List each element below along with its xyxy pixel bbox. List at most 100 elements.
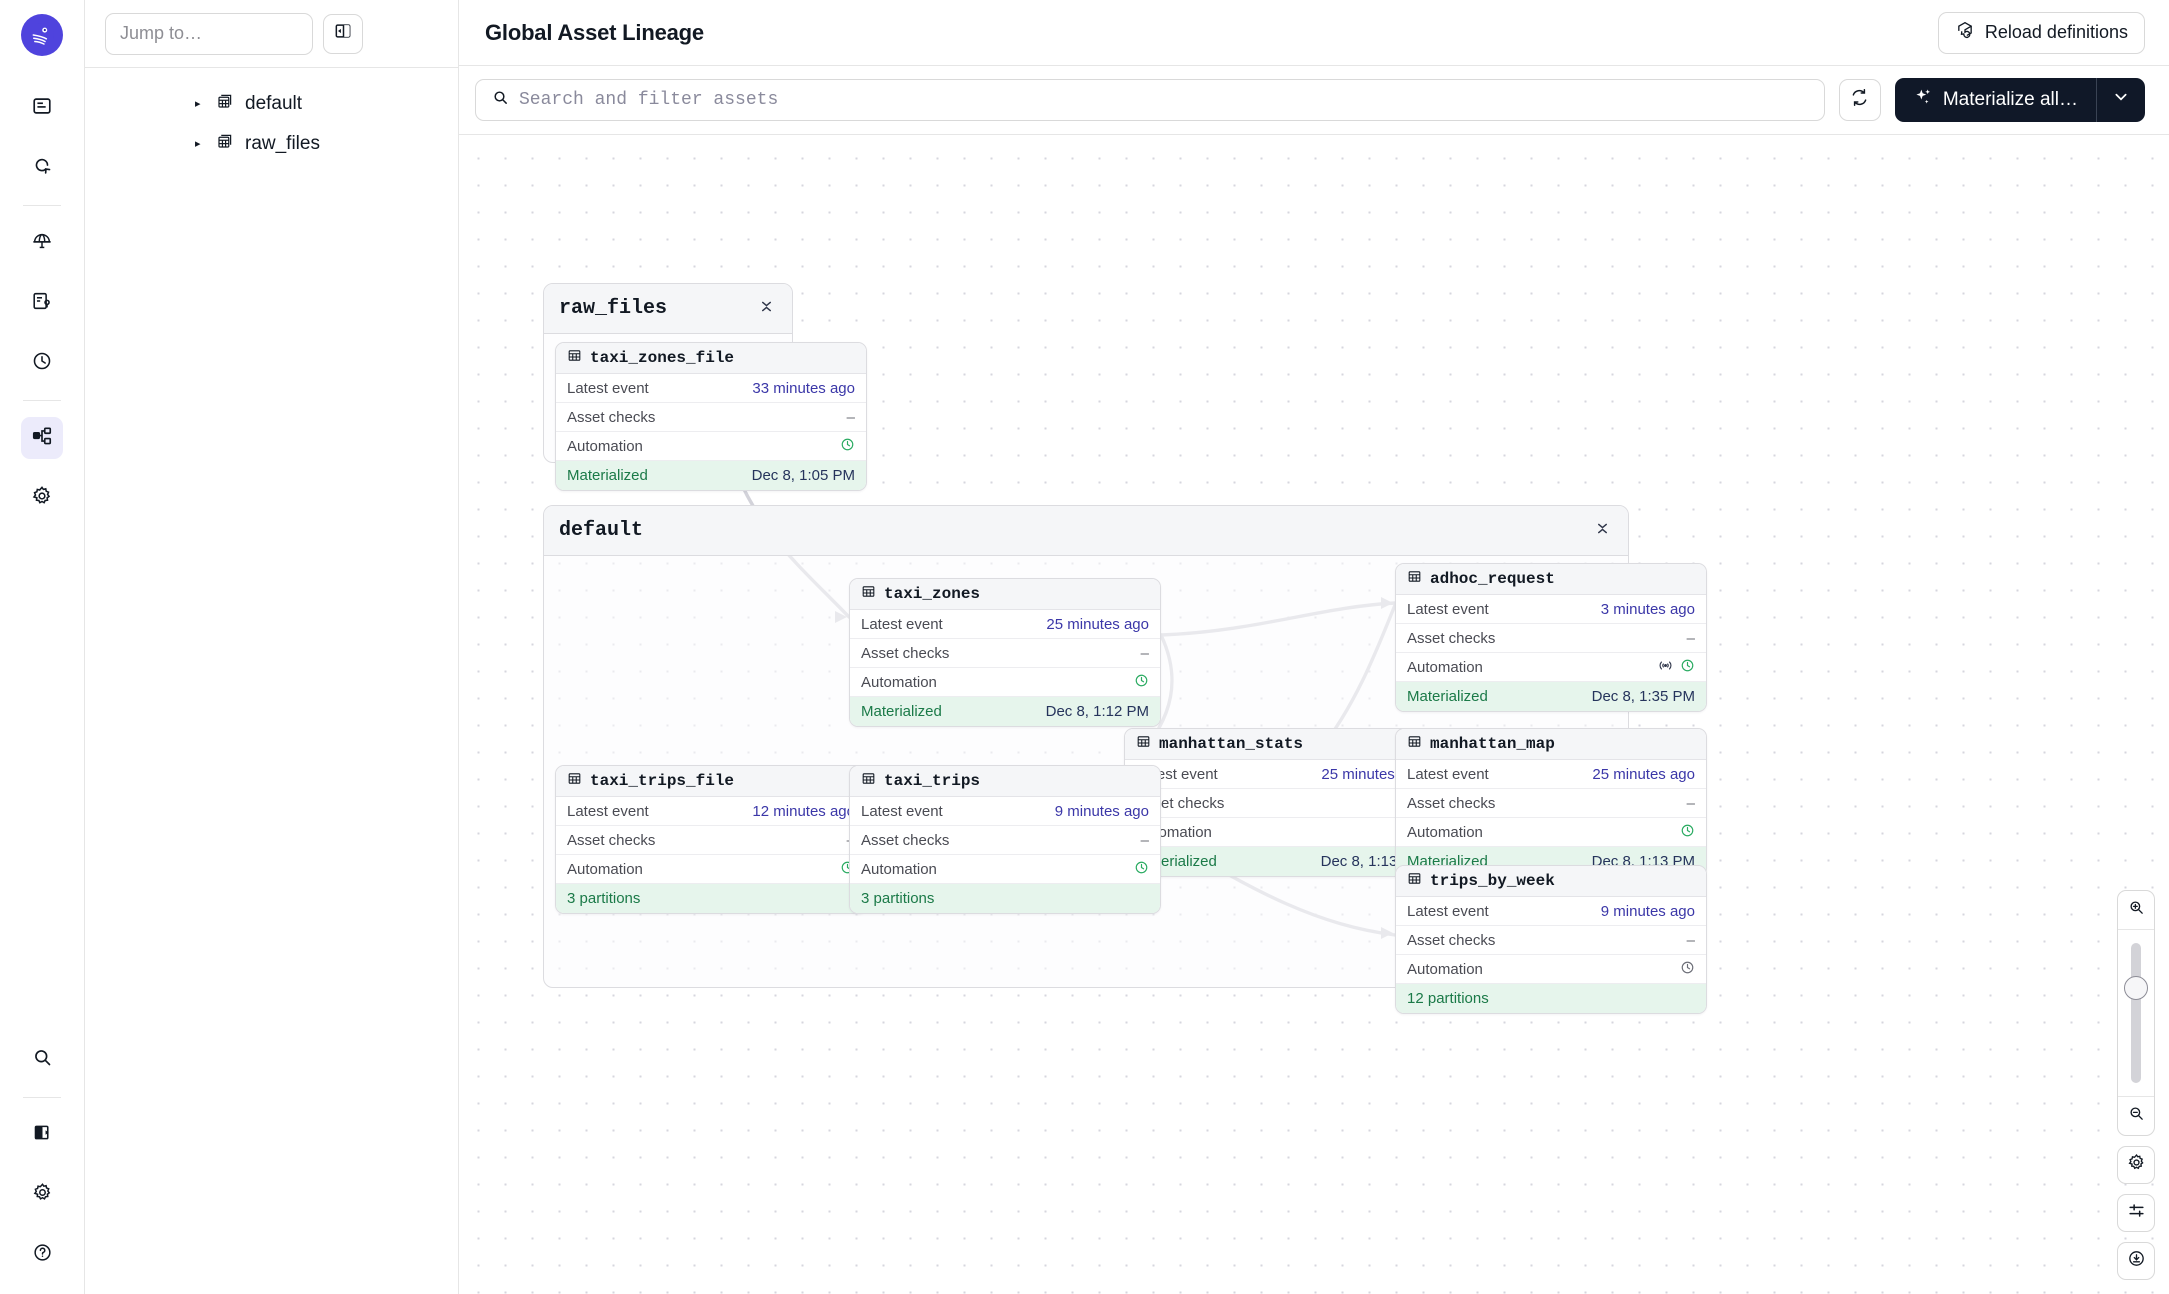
reload-definitions-button[interactable]: Reload definitions [1937, 11, 2145, 54]
asset-node-taxi_trips[interactable]: taxi_trips Latest event 9 minutes ago As… [849, 765, 1161, 914]
dagster-logo[interactable] [21, 14, 63, 56]
sidebar-item-deployment[interactable] [21, 222, 63, 264]
sidebar-item-settings[interactable] [21, 477, 63, 519]
asset-node-taxi_zones_file[interactable]: taxi_zones_file Latest event 33 minutes … [555, 342, 867, 491]
graph-filters-button[interactable] [2117, 1194, 2155, 1232]
clock-icon[interactable] [1680, 960, 1695, 979]
sidebar-item-runs[interactable] [21, 147, 63, 189]
sidebar-item-asset-lineage[interactable] [21, 417, 63, 459]
table-icon [1407, 569, 1422, 589]
rail-user-settings-button[interactable] [21, 1174, 63, 1216]
asset-node-name: taxi_trips [884, 772, 981, 790]
collapse-group-icon[interactable] [759, 299, 774, 319]
rail-search-button[interactable] [21, 1039, 63, 1081]
asset-row-value[interactable]: 9 minutes ago [1054, 802, 1149, 820]
lineage-canvas[interactable]: raw_files default [459, 135, 2169, 1294]
zoom-controls [2117, 890, 2155, 1280]
zoom-in-button[interactable] [2118, 891, 2154, 929]
sidebar-item-jobs[interactable] [21, 282, 63, 324]
zoom-slider-handle[interactable] [2124, 976, 2148, 1000]
zoom-slider[interactable] [2118, 929, 2154, 1097]
clock-icon[interactable] [1680, 823, 1695, 842]
refresh-button[interactable] [1838, 79, 1881, 121]
asset-row-label: Asset checks [567, 408, 656, 426]
asset-row-label: Asset checks [1407, 931, 1496, 949]
asset-node-name: manhattan_stats [1159, 735, 1304, 753]
asset-node-trips_by_week[interactable]: trips_by_week Latest event 9 minutes ago… [1395, 865, 1707, 1014]
clock-icon[interactable] [1134, 860, 1149, 879]
zoom-out-button[interactable] [2118, 1097, 2154, 1135]
search-placeholder: Search and filter assets [519, 90, 779, 110]
asset-group-title: raw_files [559, 297, 668, 320]
asset-node-taxi_trips_file[interactable]: taxi_trips_file Latest event 12 minutes … [555, 765, 867, 914]
asset-node-header[interactable]: taxi_trips [850, 766, 1160, 797]
asset-row-status[interactable]: 3 partitions [556, 884, 866, 913]
overview-icon [31, 95, 53, 122]
clock-icon[interactable] [840, 437, 855, 456]
table-icon [861, 771, 876, 791]
asset-row-automation: Automation [1396, 955, 1706, 984]
asset-row-value[interactable]: 25 minutes ago [1046, 615, 1149, 633]
collapse-group-icon[interactable] [1595, 521, 1610, 541]
asset-row-value[interactable]: 3 minutes ago [1600, 600, 1695, 618]
asset-row-automation: Automation [1396, 653, 1706, 682]
asset-node-header[interactable]: taxi_trips_file [556, 766, 866, 797]
asset-row-status[interactable]: Materialized Dec 8, 1:13 PM [1125, 847, 1435, 876]
asset-row-value[interactable]: 12 minutes ago [752, 802, 855, 820]
asset-node-manhattan_map[interactable]: manhattan_map Latest event 25 minutes ag… [1395, 728, 1707, 877]
table-icon [1407, 871, 1422, 891]
asset-node-header[interactable]: trips_by_week [1396, 866, 1706, 897]
clock-icon[interactable] [1134, 673, 1149, 692]
asset-node-header[interactable]: adhoc_request [1396, 564, 1706, 595]
asset-row-value[interactable]: 33 minutes ago [752, 379, 855, 397]
clock-icon[interactable] [1680, 658, 1695, 677]
asset-row-status[interactable]: Materialized Dec 8, 1:05 PM [556, 461, 866, 490]
page-title: Global Asset Lineage [485, 19, 704, 45]
asset-group-header[interactable]: default [544, 506, 1628, 556]
asset-group-header[interactable]: raw_files [544, 284, 792, 334]
graph-settings-button[interactable] [2117, 1146, 2155, 1184]
asset-row-status[interactable]: 12 partitions [1396, 984, 1706, 1013]
asset-row-latest-event: Latest event 33 minutes ago [556, 374, 866, 403]
gear-icon-bottom [32, 1182, 53, 1208]
asset-group-title: default [559, 519, 644, 542]
search-input[interactable]: Search and filter assets [475, 79, 1825, 121]
asset-row-label: Automation [861, 860, 937, 878]
sidebar-item-schedules[interactable] [21, 342, 63, 384]
asset-node-adhoc_request[interactable]: adhoc_request Latest event 3 minutes ago… [1395, 563, 1707, 712]
asset-node-header[interactable]: manhattan_stats [1125, 729, 1435, 760]
asset-row-label: Automation [861, 673, 937, 691]
asset-node-taxi_zones[interactable]: taxi_zones Latest event 25 minutes ago A… [849, 578, 1161, 727]
asset-row-status[interactable]: Materialized Dec 8, 1:12 PM [850, 697, 1160, 726]
asset-row-asset-checks: Asset checks – [850, 639, 1160, 668]
zoom-out-icon [2128, 1105, 2145, 1127]
asset-node-header[interactable]: manhattan_map [1396, 729, 1706, 760]
asset-row-label: Asset checks [861, 831, 950, 849]
asset-node-header[interactable]: taxi_zones [850, 579, 1160, 610]
materialize-all-dropdown[interactable] [2097, 78, 2145, 122]
rail-help-button[interactable] [21, 1234, 63, 1276]
asset-row-label: Asset checks [861, 644, 950, 662]
asset-row-status[interactable]: 3 partitions [850, 884, 1160, 913]
download-graph-button[interactable] [2117, 1242, 2155, 1280]
tree-item-default[interactable]: ▸ default [85, 84, 458, 124]
asset-status-value: Dec 8, 1:35 PM [1591, 688, 1695, 705]
asset-row-value[interactable]: 25 minutes ago [1592, 765, 1695, 783]
materialize-all-button[interactable]: Materialize all… [1894, 78, 2145, 122]
asset-row-value[interactable]: 9 minutes ago [1600, 902, 1695, 920]
asset-row-label: Automation [1407, 823, 1483, 841]
asset-node-manhattan_stats[interactable]: manhattan_stats Latest event 25 minutes … [1124, 728, 1436, 877]
asset-node-header[interactable]: taxi_zones_file [556, 343, 866, 374]
asset-lineage-icon [31, 425, 53, 452]
tree-item-raw-files[interactable]: ▸ raw_files [85, 124, 458, 164]
jump-to-input[interactable]: Jump to… [105, 12, 313, 55]
materialize-all-main[interactable]: Materialize all… [1895, 78, 2096, 122]
sidebar-item-overview[interactable] [21, 87, 63, 129]
asset-status-label: 3 partitions [861, 890, 935, 907]
asset-row-latest-event: Latest event 9 minutes ago [850, 797, 1160, 826]
rail-expand-panel-button[interactable] [21, 1114, 63, 1156]
asset-row-latest-event: Latest event 25 minutes ago [1396, 760, 1706, 789]
collapse-sidebar-button[interactable] [323, 13, 363, 54]
asset-row-status[interactable]: Materialized Dec 8, 1:35 PM [1396, 682, 1706, 711]
